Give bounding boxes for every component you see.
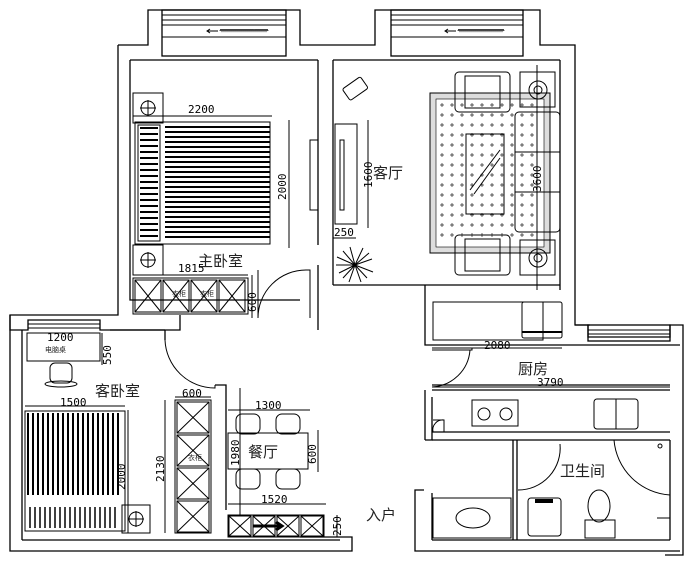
label-wardrobe: 衣柜 (172, 289, 186, 298)
hatch-line (190, 279, 218, 313)
chair (275, 413, 301, 435)
label-living-room: 客厅 (373, 164, 403, 182)
nightstand-top (132, 92, 164, 124)
guest-wardrobe (174, 399, 212, 534)
label-entrance: 入户 (366, 506, 396, 524)
dim-desk-width: 1200 (47, 331, 74, 344)
label-wardrobe-2: 衣柜 (200, 289, 214, 298)
cabinet-cell (228, 515, 252, 537)
hatch-line (218, 279, 246, 313)
cabinet-cell (176, 467, 210, 500)
shoe-cabinet (227, 514, 325, 538)
hatch-line (300, 515, 324, 537)
guest-bedroom-furniture (24, 332, 216, 534)
wall-decor (309, 139, 319, 211)
hatch-line (176, 401, 210, 434)
dim-sofa: 3600 (531, 166, 544, 193)
dim-dining-table-width: 1300 (255, 399, 282, 412)
dim-dining-table-depth: 600 (306, 444, 319, 464)
bath-door (517, 443, 561, 491)
cabinet-cell (162, 279, 190, 313)
master-bedroom-furniture (132, 92, 319, 319)
label-bathroom: 卫生间 (560, 462, 605, 480)
label-dining-room: 餐厅 (248, 443, 278, 461)
master-bed (134, 121, 271, 245)
dimension-lines (25, 115, 670, 537)
desk-chair (49, 362, 73, 384)
room-labels: 主卧室 客厅 客卧室 餐厅 厨房 卫生间 入户 (95, 164, 605, 524)
dim-tv-wall: 1600 (362, 162, 375, 189)
shower-curtain (613, 439, 671, 496)
chair (235, 468, 261, 490)
hatch-line (162, 279, 190, 313)
guest-bed (24, 410, 126, 532)
hatch-line (176, 467, 210, 500)
cabinet-cell (190, 279, 218, 313)
dim-kitchen-lower: 3790 (537, 376, 564, 389)
toilet-tank (584, 519, 616, 539)
fridge (521, 301, 563, 339)
armchair-small (342, 76, 368, 101)
cabinet-cell (218, 279, 246, 313)
dining-furniture (227, 413, 325, 538)
label-computer-desk: 电脑桌 (45, 345, 66, 354)
label-kitchen: 厨房 (518, 360, 548, 378)
toilet-bowl (587, 489, 611, 523)
cabinet-cell (300, 515, 324, 537)
dimension-labels: 2200 2000 1815 600 1600 250 3600 1200 55… (47, 103, 564, 536)
chair (275, 468, 301, 490)
washing-machine (527, 497, 562, 537)
dim-shoe-cabinet-length: 1520 (261, 493, 288, 506)
master-wardrobe (132, 277, 249, 315)
living-room-furniture (334, 65, 561, 290)
stove (471, 399, 519, 427)
dim-master-bed-length: 2000 (276, 174, 289, 201)
label-master-bedroom: 主卧室 (198, 252, 243, 270)
label-guest-bedroom: 客卧室 (95, 382, 140, 400)
vanity (432, 497, 512, 539)
coffee-table (465, 133, 505, 215)
kitchen-door (431, 347, 473, 388)
hatch-line (228, 515, 252, 537)
dim-guest-wardrobe-depth: 600 (182, 387, 202, 400)
shower-head (657, 443, 663, 449)
label-guest-wardrobe: 衣柜 (188, 453, 202, 462)
dim-tv-cabinet: 250 (334, 226, 354, 239)
guest-nightstand (121, 504, 151, 534)
armchair-top (454, 71, 511, 113)
cabinet-cell (134, 279, 162, 313)
dim-kitchen-upper: 2080 (484, 339, 511, 352)
dim-master-wardrobe-length: 1815 (178, 262, 205, 275)
tv-cabinet (334, 123, 358, 225)
dim-shoe-cabinet-depth: 250 (331, 516, 344, 536)
hatch-line (176, 434, 210, 467)
hatch-line (276, 515, 300, 537)
dim-dining-area-length: 1980 (229, 440, 242, 467)
dim-master-bed-width: 2200 (188, 103, 215, 116)
hatch-line (134, 279, 162, 313)
guest-door (164, 339, 216, 389)
armchair-bottom (454, 234, 511, 276)
master-door (257, 269, 311, 319)
dim-desk-depth: 550 (101, 345, 114, 365)
dim-master-wardrobe-depth: 600 (246, 292, 259, 312)
bathroom-fixtures (432, 439, 671, 539)
cabinet-cell (176, 434, 210, 467)
dim-guest-bed-length: 2000 (115, 464, 128, 491)
counter-upper (432, 301, 544, 341)
cabinet-cell (176, 401, 210, 434)
dining-table (227, 432, 309, 470)
chair (235, 413, 261, 435)
exterior-walls (9, 9, 684, 556)
dim-guest-wardrobe-length: 2130 (154, 456, 167, 483)
plant-icon (336, 246, 374, 283)
dim-guest-bed-width: 1500 (60, 396, 87, 409)
hatch-line (176, 500, 210, 533)
cabinet-cell (176, 500, 210, 533)
